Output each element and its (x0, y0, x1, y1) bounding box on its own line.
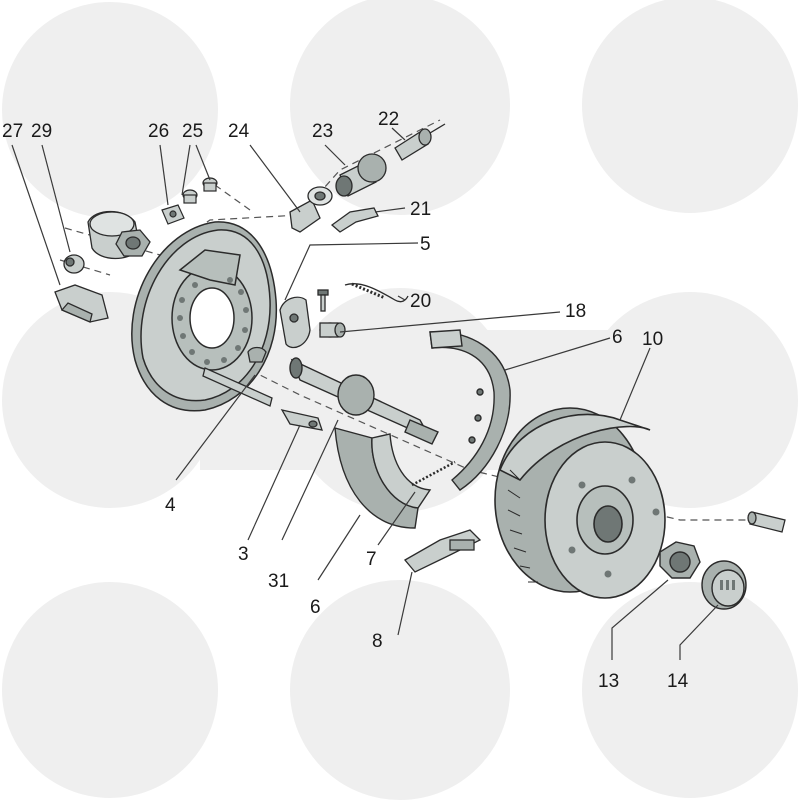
callout-5: 5 (420, 234, 431, 255)
part-7-spring (411, 460, 456, 487)
part-14-hub-cap (701, 560, 747, 610)
leader-3 (247, 424, 301, 541)
part-18-pin (319, 322, 346, 338)
leader-22 (391, 127, 406, 141)
callout-3: 3 (238, 544, 249, 565)
part-24-bracket (289, 186, 333, 233)
callout-31: 31 (268, 571, 290, 592)
callout-22: 22 (378, 109, 400, 130)
leader-6a (504, 337, 611, 371)
backing-plate (131, 221, 278, 412)
leader-13 (611, 579, 669, 660)
part-23-bushing (335, 153, 387, 197)
part-3-link (280, 409, 323, 431)
part-27-wedge (54, 284, 109, 323)
callout-6-lower: 6 (310, 597, 321, 618)
part-26-plate (161, 204, 185, 225)
leader-14 (679, 604, 719, 660)
leader-20 (397, 295, 406, 301)
leader-10 (619, 347, 651, 421)
callout-20: 20 (410, 291, 432, 312)
part-25-bolts (182, 177, 218, 204)
callout-8: 8 (372, 631, 383, 652)
part-10-brake-drum (494, 407, 666, 599)
part-5-lever (279, 296, 311, 349)
part-31-axle-shaft (289, 357, 439, 445)
leader-29 (41, 144, 71, 253)
callout-21: 21 (410, 199, 432, 220)
leader-6b (317, 514, 361, 581)
part-6-brake-shoe-upper (429, 329, 511, 491)
part-6-brake-shoe-lower (334, 427, 432, 529)
callout-18: 18 (565, 301, 587, 322)
part-21-clip (330, 207, 379, 233)
callout-26: 26 (148, 121, 170, 142)
part-8-adjuster (404, 529, 482, 573)
part-13-nut (659, 541, 701, 579)
part-29-sleeve (63, 254, 85, 274)
part-22-bolt (394, 123, 446, 161)
leader-21 (374, 207, 406, 213)
callout-23: 23 (312, 121, 334, 142)
callout-25: 25 (182, 121, 204, 142)
callout-13: 13 (598, 671, 620, 692)
leader-8 (397, 571, 413, 636)
leader-27 (11, 144, 61, 286)
leader-23 (324, 144, 346, 166)
leader-18 (339, 311, 561, 333)
callout-24: 24 (228, 121, 250, 142)
callout-29: 29 (31, 121, 53, 142)
callout-10: 10 (642, 329, 664, 350)
leader-lines (11, 127, 719, 660)
leader-25a (181, 144, 191, 196)
grease-nipple (747, 511, 786, 533)
leader-7 (377, 491, 416, 546)
leader-31 (281, 419, 339, 541)
leader-26 (159, 144, 169, 206)
callout-6-upper: 6 (612, 327, 623, 348)
callout-4: 4 (165, 495, 176, 516)
part-20-bolt-spring (317, 282, 409, 312)
leader-25b (195, 144, 211, 181)
callout-14: 14 (667, 671, 689, 692)
callout-27: 27 (2, 121, 24, 142)
part-4-rod (202, 346, 273, 407)
bushing-with-nut (87, 210, 151, 260)
leader-24 (249, 144, 301, 213)
callout-7: 7 (366, 549, 377, 570)
leader-4 (175, 374, 256, 481)
leader-5 (284, 242, 419, 301)
